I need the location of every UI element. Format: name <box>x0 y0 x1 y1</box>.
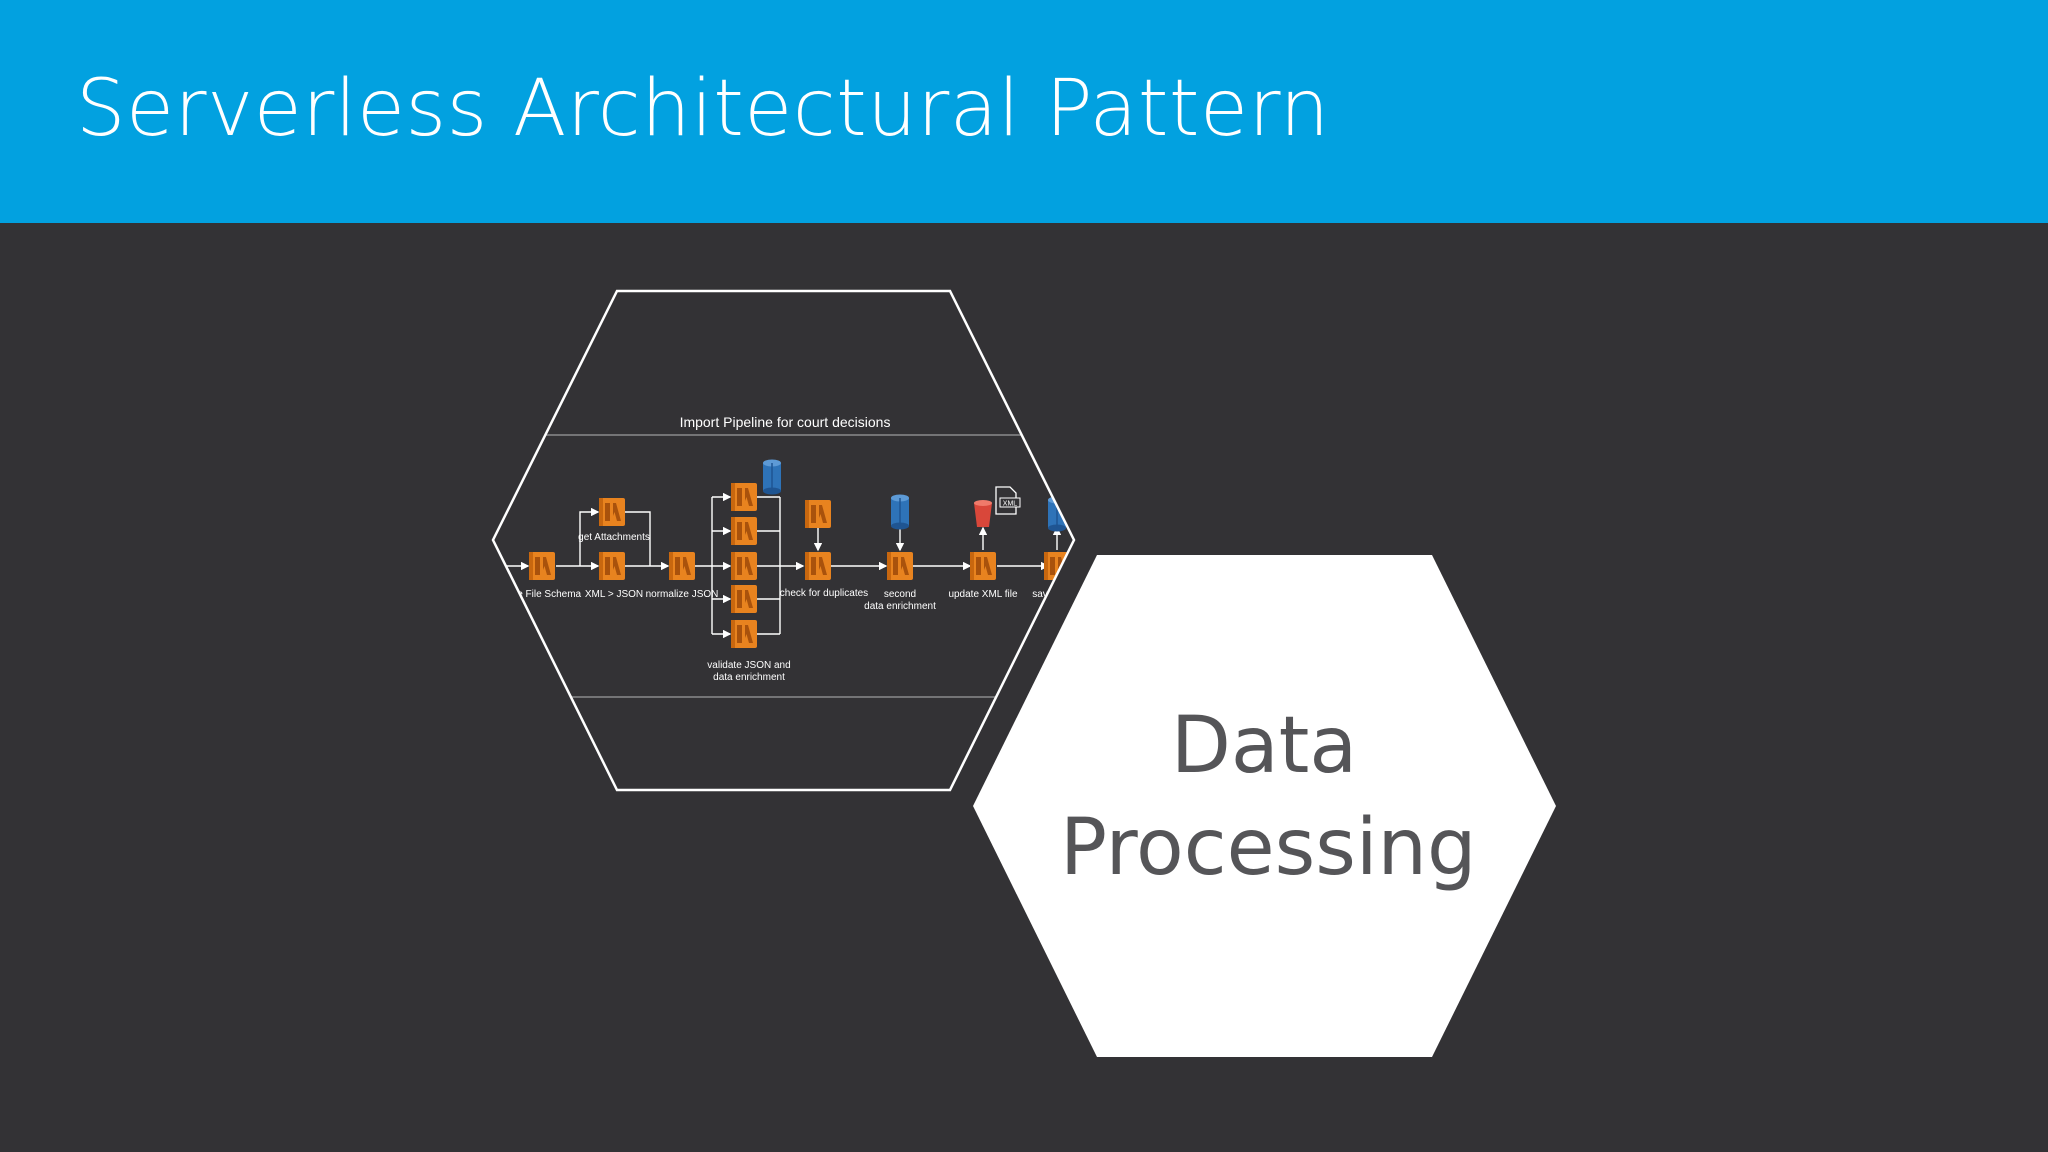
lambda-icon <box>529 552 555 580</box>
label-update-xml: update XML file <box>948 589 1018 600</box>
label-data-enrichment: data enrichment <box>713 672 785 683</box>
title-bar: Serverless Architectural Pattern <box>0 0 2048 223</box>
lambda-icon <box>731 483 757 511</box>
label-normalize-json: normalize JSON <box>646 589 719 600</box>
label-second-enrichment: data enrichment <box>864 601 936 612</box>
label-validate-schema: ate File Schema <box>509 589 582 600</box>
pipeline-title: Import Pipeline for court decisions <box>680 414 891 430</box>
s3-bucket-icon <box>974 500 992 527</box>
data-processing-label: Data Processing <box>1060 695 1477 899</box>
label-save: sav <box>1032 589 1048 600</box>
lambda-icon <box>805 500 831 528</box>
lambda-icon <box>731 620 757 648</box>
pipeline-diagram: Import Pipeline for court decisions <box>493 414 1074 698</box>
lambda-icon <box>731 585 757 613</box>
database-icon <box>762 458 782 496</box>
database-icon <box>1047 495 1067 533</box>
lambda-icon <box>731 552 757 580</box>
data-processing-hexagon <box>973 555 1556 1057</box>
xml-file-icon: XML <box>995 486 1021 515</box>
hex-label-line-2: Processing <box>1060 803 1477 893</box>
diagram-hexagon-outline <box>491 289 1076 792</box>
slide-title: Serverless Architectural Pattern <box>76 64 1330 154</box>
svg-text:XML: XML <box>1003 501 1018 508</box>
label-second: second <box>884 589 916 600</box>
lambda-icon <box>887 552 913 580</box>
label-check-duplicates: check for duplicates <box>780 588 868 599</box>
lambda-icon <box>731 517 757 545</box>
lambda-icon <box>599 498 625 526</box>
lambda-icon <box>599 552 625 580</box>
diagram-hexagon: Import Pipeline for court decisions <box>491 289 1076 792</box>
database-icon <box>890 493 910 531</box>
hex-label-line-1: Data <box>1170 701 1358 791</box>
lambda-icon <box>970 552 996 580</box>
label-get-attachments: get Attachments <box>578 532 650 543</box>
label-xml-json: XML > JSON <box>585 589 643 600</box>
lambda-icon <box>805 552 831 580</box>
label-validate-json: validate JSON and <box>707 660 790 671</box>
lambda-icon <box>669 552 695 580</box>
